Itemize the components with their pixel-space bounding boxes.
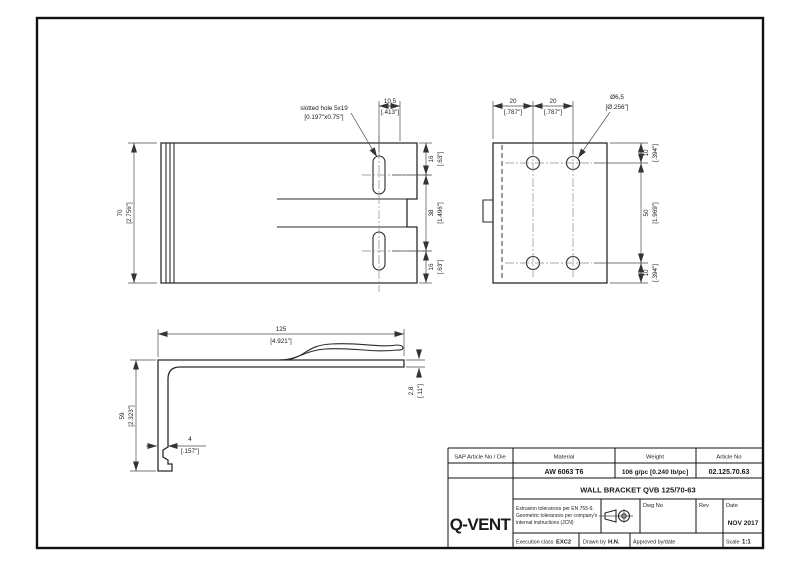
slot-note-line1: slotted hole 5x19 <box>300 105 348 112</box>
dim-16-bottom: 16 [.63"] <box>428 260 444 275</box>
dim-10-5-mm: 10,5 <box>384 98 397 105</box>
svg-text:2,8: 2,8 <box>408 386 415 395</box>
header-article-no: Article No <box>716 455 741 461</box>
scale-value: 1:1 <box>742 540 751 546</box>
value-article-no: 02.125.70.63 <box>709 469 750 476</box>
dim-16-top: 16 [.63"] <box>428 152 444 167</box>
svg-text:70: 70 <box>117 209 124 217</box>
dim-10-bottom: 10 [.394"] <box>643 264 659 282</box>
dim-dia-mm: Ø6,5 <box>610 94 624 101</box>
dim-10-top: 10 [.394"] <box>643 144 659 162</box>
svg-text:[1.969"]: [1.969"] <box>652 202 659 224</box>
dim-125-mm: 125 <box>276 326 287 333</box>
date-value: NOV 2017 <box>728 520 759 527</box>
clip-leaf-tip <box>396 344 404 351</box>
dia-leader <box>577 111 611 159</box>
scale-label: Scale <box>726 540 740 546</box>
svg-text:[.11"]: [.11"] <box>417 384 424 398</box>
top-view: 70 [2.756"] 16 [.63"] 38 [1.496"] 16 [.6… <box>117 98 444 292</box>
interlock-tab <box>482 199 493 223</box>
svg-text:[2.323"]: [2.323"] <box>128 405 135 427</box>
title-block: SAP Article No / Die Material Weight Art… <box>447 447 763 548</box>
slot-note-line2: [0.197"x0.75"] <box>304 114 343 121</box>
dim-38: 38 [1.496"] <box>428 202 444 224</box>
svg-text:10: 10 <box>643 149 650 157</box>
first-angle-projection-icon <box>599 509 633 523</box>
header-sap-article: SAP Article No / Die <box>454 455 505 461</box>
dim-59: 59 [2.323"] <box>119 405 135 427</box>
dim-20-right-inch: [.787"] <box>544 109 562 116</box>
rev-label: Rev <box>699 503 709 509</box>
drawn-by-label: Drawn by <box>583 540 606 546</box>
dim-125-inch: [4.921"] <box>270 338 292 345</box>
tolerance-note-line1: Extrusion tolerances per EN 755-9. <box>516 506 594 512</box>
dim-20-left-mm: 20 <box>509 98 517 105</box>
svg-text:16: 16 <box>428 155 435 163</box>
dim-dia-inch: [Ø.256"] <box>606 104 629 111</box>
dim-20-right-mm: 20 <box>549 98 557 105</box>
svg-text:[.394"]: [.394"] <box>652 144 659 162</box>
header-weight: Weight <box>646 455 664 461</box>
drawing-title: WALL BRACKET QVB 125/70-63 <box>580 486 695 495</box>
svg-text:16: 16 <box>428 263 435 271</box>
back-view-outline <box>492 142 608 284</box>
svg-text:[1.496"]: [1.496"] <box>437 202 444 224</box>
value-material: AW 6063 T6 <box>545 469 584 476</box>
svg-text:38: 38 <box>428 209 435 217</box>
drawn-by-value: H.N. <box>608 540 620 546</box>
dim-70: 70 [2.756"] <box>117 202 133 224</box>
svg-text:50: 50 <box>643 209 650 217</box>
dim-4-mm: 4 <box>188 436 192 443</box>
execution-class-label: Execution class <box>516 540 554 546</box>
svg-text:[.394"]: [.394"] <box>652 264 659 282</box>
clip-leaf-upper <box>287 343 398 361</box>
dim-20-left-inch: [.787"] <box>504 109 522 116</box>
profile-outline <box>157 359 405 472</box>
slot-note-leader <box>350 112 378 158</box>
value-weight: 106 g/pc [0.240 lb/pc] <box>622 469 688 476</box>
dim-50: 50 [1.969"] <box>643 202 659 224</box>
date-label: Date <box>726 503 738 509</box>
header-material: Material <box>554 455 575 461</box>
svg-text:[.63"]: [.63"] <box>437 260 444 275</box>
svg-text:10: 10 <box>643 269 650 277</box>
approved-by-label: Approved by/date <box>633 540 675 546</box>
execution-class-value: EXC2 <box>556 540 571 546</box>
svg-text:59: 59 <box>119 412 126 420</box>
back-view: 20 [.787"] 20 [.787"] Ø6,5 [Ø.256"] 10 [… <box>482 94 659 284</box>
company-logo: Q-VENT <box>450 515 512 534</box>
tolerance-note-line3: internal instructions (JCN) <box>516 520 574 526</box>
side-view: 125 [4.921"] 59 [2.323"] 4 [.157"] 2,8 [… <box>119 326 425 472</box>
sheet-border <box>35 16 765 550</box>
dwg-no-label: Dwg No <box>643 503 663 509</box>
dim-4-inch: [.157"] <box>181 448 199 455</box>
tolerance-note-line2: Geometric tolerances per company's <box>516 513 598 519</box>
svg-text:[.63"]: [.63"] <box>437 152 444 167</box>
top-view-outline <box>160 142 418 284</box>
dim-10-5-inch: [.413"] <box>381 109 399 116</box>
svg-text:[2.756"]: [2.756"] <box>126 202 133 224</box>
dim-2-8: 2,8 [.11"] <box>408 384 424 398</box>
